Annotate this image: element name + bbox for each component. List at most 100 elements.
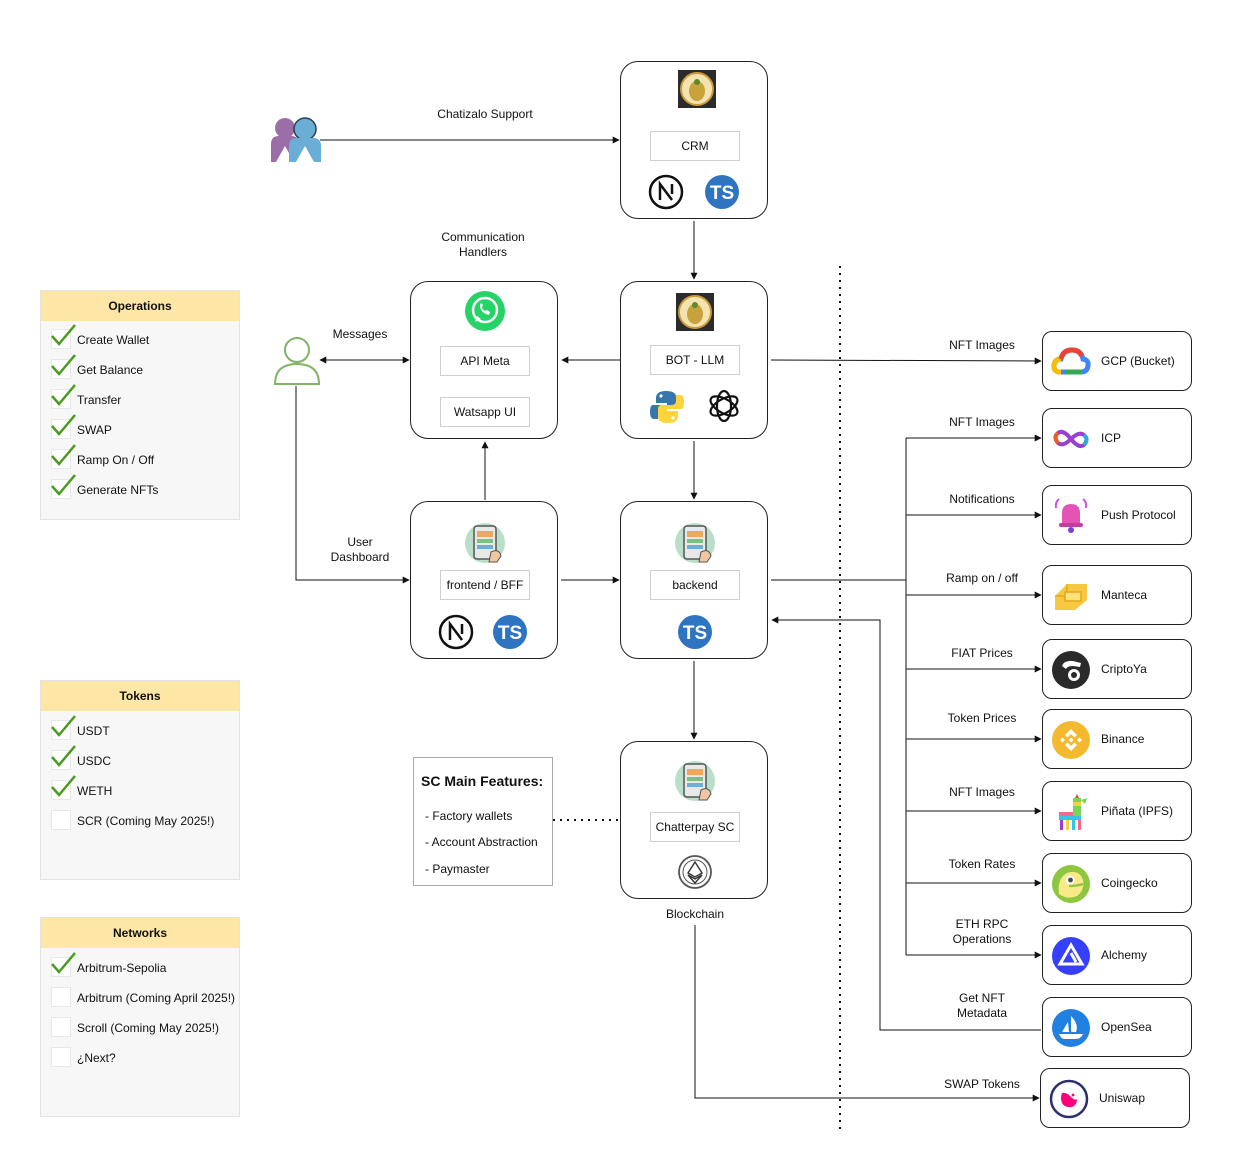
- edge-label: NFT Images: [949, 415, 1015, 429]
- checklist-item[interactable]: USDT: [41, 715, 239, 746]
- check-icon: [51, 474, 76, 496]
- service-name: Uniswap: [1099, 1091, 1146, 1105]
- openai-icon: [709, 389, 739, 423]
- checklist-label: Ramp On / Off: [77, 453, 155, 467]
- checklist-item[interactable]: Arbitrum-Sepolia: [41, 952, 239, 983]
- edge-label: ETH RPC Operations: [952, 917, 1012, 946]
- checklist-item[interactable]: ¿Next?: [41, 1043, 239, 1073]
- chatterpay-sc-label: Chatterpay SC: [650, 812, 740, 842]
- messages-label: Messages: [332, 327, 388, 341]
- check-icon: [51, 384, 76, 406]
- whatsapp-icon: [465, 291, 505, 331]
- check-icon: [51, 715, 76, 737]
- python-icon: [650, 391, 684, 423]
- crm-node[interactable]: CRM TS: [620, 61, 768, 219]
- checkbox[interactable]: [51, 1047, 71, 1067]
- crm-label: CRM: [650, 131, 740, 161]
- backend-label: backend: [650, 570, 740, 600]
- check-icon: [51, 952, 76, 974]
- edge-label: Token Rates: [948, 857, 1016, 871]
- watsapp-ui-label: Watsapp UI: [440, 397, 530, 427]
- checkbox[interactable]: [51, 987, 71, 1007]
- service-name: Manteca: [1101, 588, 1148, 602]
- edge-label: Notifications: [949, 492, 1015, 506]
- checkbox[interactable]: [51, 810, 71, 830]
- service-alchemy[interactable]: Alchemy: [1042, 925, 1192, 985]
- sc-feature-item: - Account Abstraction: [425, 835, 538, 849]
- service-name: ICP: [1101, 431, 1122, 445]
- binance-icon: [1052, 721, 1090, 759]
- checklist-item[interactable]: Scroll (Coming May 2025!): [41, 1013, 239, 1043]
- typescript-icon: TS: [493, 615, 527, 649]
- sc-feature-item: - Paymaster: [425, 862, 490, 876]
- edge-label: NFT Images: [949, 785, 1015, 799]
- pinata-icon: [1059, 794, 1087, 830]
- service-name: OpenSea: [1101, 1020, 1152, 1034]
- checklist-label: Transfer: [77, 393, 122, 407]
- checklist-label: SWAP: [77, 423, 112, 437]
- service-name: Alchemy: [1101, 948, 1148, 962]
- svg-text:TS: TS: [498, 623, 522, 644]
- checklist-label: Generate NFTs: [77, 483, 159, 497]
- checklist-item[interactable]: Create Wallet: [41, 324, 239, 355]
- checklist-item[interactable]: Ramp On / Off: [41, 444, 239, 475]
- edge-label: NFT Images: [949, 338, 1015, 352]
- checklist-label: Create Wallet: [77, 333, 150, 347]
- backend-node[interactable]: backend TS: [620, 501, 768, 659]
- service-name: Piñata (IPFS): [1101, 804, 1174, 818]
- checklist-item[interactable]: Generate NFTs: [41, 474, 239, 505]
- uniswap-icon: [1049, 1079, 1089, 1119]
- bot-llm-node[interactable]: BOT - LLM: [620, 281, 768, 439]
- phone-app-icon: [675, 761, 715, 801]
- chatizalo-support-label: Chatizalo Support: [437, 107, 533, 121]
- checklist-item[interactable]: Arbitrum (Coming April 2025!): [41, 983, 239, 1013]
- checklist-label: SCR (Coming May 2025!): [77, 814, 215, 828]
- service-coingecko[interactable]: Coingecko: [1042, 853, 1192, 913]
- ethereum-icon: [678, 855, 712, 889]
- service-name: Coingecko: [1101, 876, 1158, 890]
- chatizalo-logo-icon: [678, 70, 716, 108]
- service-binance[interactable]: Binance: [1042, 709, 1192, 769]
- checklist-label: Get Balance: [77, 363, 144, 377]
- service-name: Binance: [1101, 732, 1145, 746]
- service-icp[interactable]: ICP: [1042, 408, 1192, 468]
- service-pinata[interactable]: Piñata (IPFS): [1042, 781, 1192, 841]
- service-uniswap[interactable]: Uniswap: [1040, 1068, 1190, 1128]
- edge-label: SWAP Tokens: [944, 1077, 1020, 1091]
- checklist-item[interactable]: Transfer: [41, 384, 239, 415]
- checklist-item[interactable]: WETH: [41, 775, 239, 806]
- api-meta-label: API Meta: [440, 346, 530, 376]
- checkbox[interactable]: [51, 1017, 71, 1037]
- service-manteca[interactable]: Manteca: [1042, 565, 1192, 625]
- check-icon: [51, 775, 76, 797]
- chatterpay-sc-node[interactable]: Chatterpay SC: [620, 741, 768, 899]
- support-team-icon: [271, 117, 321, 162]
- checklist-label: USDC: [77, 754, 112, 768]
- service-criptoya[interactable]: CriptoYa: [1042, 639, 1192, 699]
- tokens-panel: Tokens USDT USDC WETH SCR (Coming May 20…: [40, 680, 240, 880]
- checklist-item[interactable]: USDC: [41, 745, 239, 776]
- service-opensea[interactable]: OpenSea: [1042, 997, 1192, 1057]
- edge-label: Ramp on / off: [946, 571, 1018, 585]
- check-icon: [51, 354, 76, 376]
- service-name: CriptoYa: [1101, 662, 1147, 676]
- frontend-bff-node[interactable]: frontend / BFF TS: [410, 501, 558, 659]
- checklist-item[interactable]: SCR (Coming May 2025!): [41, 806, 239, 836]
- service-gcp[interactable]: GCP (Bucket): [1042, 331, 1192, 391]
- nextjs-icon: [648, 174, 684, 210]
- phone-app-icon: [675, 523, 715, 563]
- manteca-icon: [1055, 584, 1087, 610]
- checklist-item[interactable]: SWAP: [41, 414, 239, 445]
- communication-handlers-node[interactable]: API Meta Watsapp UI: [410, 281, 558, 439]
- icp-infinity-icon: [1053, 429, 1089, 449]
- check-icon: [51, 324, 76, 346]
- checklist-label: USDT: [77, 724, 110, 738]
- panel-title: Tokens: [41, 681, 239, 711]
- service-push-protocol[interactable]: Push Protocol: [1042, 485, 1192, 545]
- checklist-item[interactable]: Get Balance: [41, 354, 239, 385]
- opensea-icon: [1052, 1009, 1090, 1047]
- networks-panel: Networks Arbitrum-Sepolia Arbitrum (Comi…: [40, 917, 240, 1117]
- checklist-label: WETH: [77, 784, 113, 798]
- gcp-icon: [1051, 347, 1091, 375]
- typescript-icon: TS: [705, 175, 739, 209]
